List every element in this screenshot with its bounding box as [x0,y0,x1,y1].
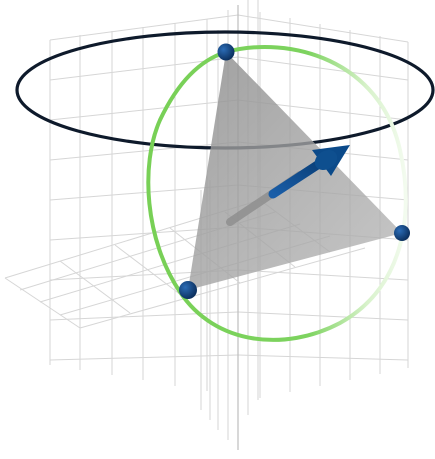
shaded-triangle [188,52,402,290]
left-point[interactable] [179,281,197,299]
top-point[interactable] [217,43,235,61]
vector-arrow [268,145,350,199]
green-ring [146,45,408,342]
right-point[interactable] [394,225,410,241]
